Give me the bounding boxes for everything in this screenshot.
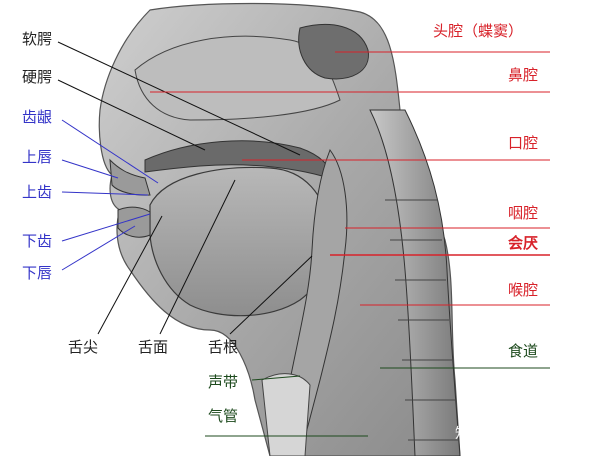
label-pharynx: 咽腔	[508, 204, 538, 222]
label-vocal-cords: 声带	[208, 373, 238, 391]
lower-teeth-pointer	[61, 213, 151, 242]
tongue-tip-pointer	[97, 215, 163, 335]
label-trachea: 气管	[208, 407, 238, 425]
nasal-cavity-shape	[134, 35, 341, 121]
tongue-shape	[149, 166, 332, 317]
label-lower-lip: 下唇	[22, 264, 52, 282]
lower-lip-shape	[117, 206, 151, 238]
label-nasal-cavity: 鼻腔	[508, 66, 538, 84]
label-tongue-surface: 舌面	[138, 338, 168, 356]
soft-palate-pointer	[57, 41, 301, 156]
label-upper-teeth: 上齿	[22, 183, 52, 201]
upper-lip-pointer	[61, 159, 119, 179]
lower-lip-pointer	[61, 225, 136, 271]
label-hard-palate: 硬腭	[22, 68, 52, 86]
label-esophagus: 食道	[508, 342, 538, 360]
label-soft-palate: 软腭	[22, 30, 52, 48]
label-lower-teeth: 下齿	[22, 232, 52, 250]
upper-teeth-pointer	[61, 191, 149, 196]
label-tongue-root: 舌根	[208, 338, 238, 356]
label-gums: 齿龈	[22, 108, 52, 126]
sphenoid-sinus-shape	[298, 23, 369, 80]
label-tongue-tip: 舌尖	[68, 338, 98, 356]
tongue-root-pointer	[229, 255, 313, 335]
label-upper-lip: 上唇	[22, 148, 52, 166]
hard-palate-pointer	[57, 79, 206, 151]
watermark: 知乎 @木棉老师	[455, 425, 557, 442]
gums-pointer	[61, 119, 159, 184]
label-larynx: 喉腔	[508, 281, 538, 299]
trachea-shape	[261, 373, 311, 456]
label-oral-cavity: 口腔	[508, 134, 538, 152]
spine-shape	[369, 109, 461, 456]
vocal-cords-pointer	[251, 375, 301, 381]
label-head-cavity: 头腔（蝶窦）	[433, 22, 523, 40]
label-epiglottis: 会厌	[508, 234, 538, 252]
tongue-surface-pointer	[159, 179, 236, 335]
upper-lip-shape	[109, 158, 151, 196]
